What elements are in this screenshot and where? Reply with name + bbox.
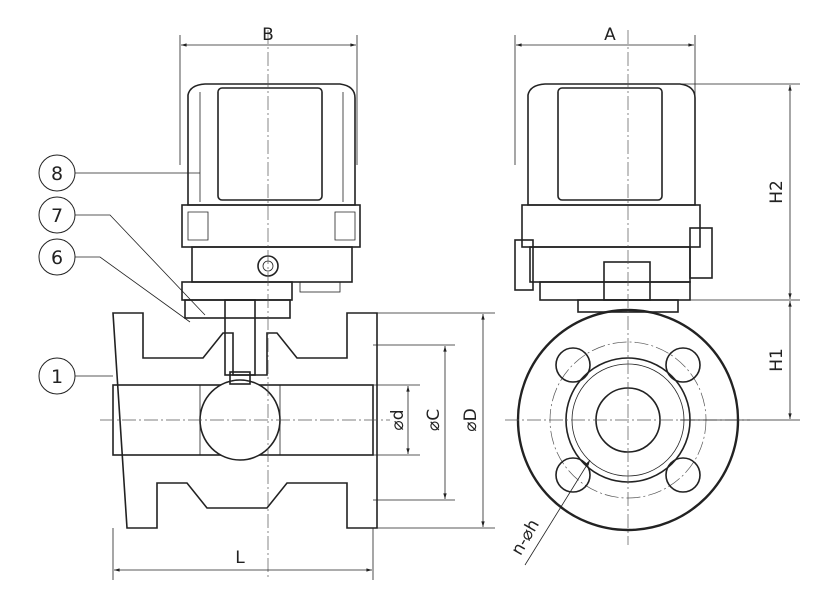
dim-A: A <box>604 25 616 45</box>
dim-d: ⌀d <box>388 409 408 430</box>
balloon-6: 6 <box>51 247 63 269</box>
side-view <box>505 30 750 566</box>
dim-B: B <box>262 25 274 45</box>
actuator-front <box>181 83 361 301</box>
front-view <box>100 30 390 580</box>
dim-H2: H2 <box>767 180 787 204</box>
balloon-7: 7 <box>51 205 63 227</box>
balloon-1: 1 <box>51 366 63 388</box>
stem <box>224 299 256 376</box>
dim-nh: n-⌀h <box>508 516 544 559</box>
balloon-8: 8 <box>51 163 63 185</box>
dim-D: ⌀D <box>461 408 481 431</box>
part-callouts: 8 7 6 1 <box>38 154 206 395</box>
valve-body <box>112 312 378 529</box>
dim-L: L <box>235 548 245 568</box>
dim-H1: H1 <box>767 348 787 372</box>
bracket <box>184 299 291 319</box>
dim-C: ⌀C <box>424 409 444 431</box>
dimension-lines <box>112 35 800 580</box>
